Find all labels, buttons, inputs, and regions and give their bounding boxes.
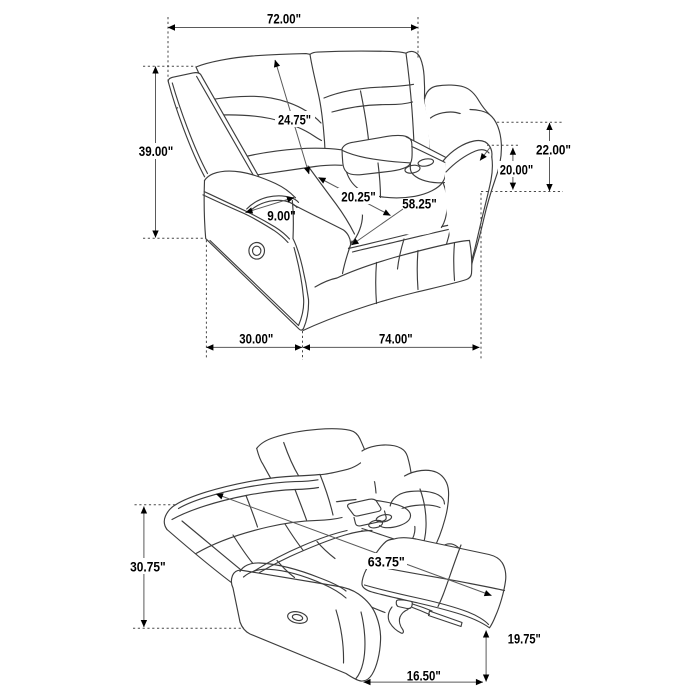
svg-text:16.50": 16.50"	[407, 668, 441, 684]
svg-text:30.75": 30.75"	[130, 559, 166, 575]
svg-text:20.25": 20.25"	[341, 189, 376, 205]
svg-text:63.75": 63.75"	[368, 554, 405, 570]
svg-text:24.75": 24.75"	[278, 112, 311, 128]
svg-text:20.00": 20.00"	[500, 162, 534, 178]
svg-text:39.00": 39.00"	[139, 143, 174, 159]
svg-text:22.00": 22.00"	[536, 142, 571, 158]
svg-text:74.00": 74.00"	[379, 331, 413, 347]
svg-text:72.00": 72.00"	[267, 11, 301, 27]
svg-text:9.00": 9.00"	[267, 208, 296, 224]
svg-text:30.00": 30.00"	[239, 331, 273, 347]
svg-text:58.25": 58.25"	[402, 196, 437, 212]
svg-text:19.75": 19.75"	[508, 631, 541, 647]
